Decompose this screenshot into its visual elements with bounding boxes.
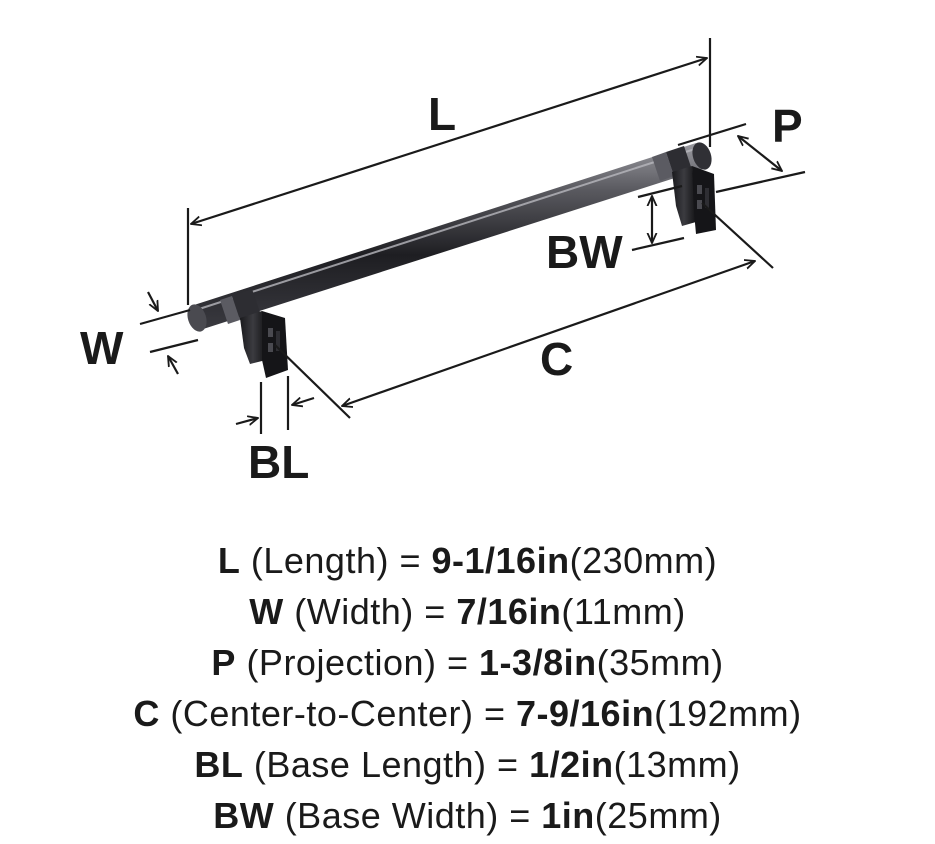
spec-value-imperial: 1in <box>541 795 595 836</box>
spec-value-metric: (11mm) <box>561 591 686 632</box>
spec-name: (Base Width) = <box>274 795 542 836</box>
spec-value-imperial: 9-1/16in <box>431 540 570 581</box>
spec-value-metric: (35mm) <box>596 642 724 683</box>
left-post <box>220 289 288 378</box>
c-extension-right <box>701 202 774 269</box>
w-extension-top <box>139 308 191 326</box>
spec-name: (Base Length) = <box>243 744 530 785</box>
label-w: W <box>80 322 124 374</box>
spec-code: L <box>217 540 241 581</box>
spec-code: BW <box>213 795 275 836</box>
spec-value-imperial: 7/16in <box>456 591 562 632</box>
dimension-lines <box>139 38 806 434</box>
bl-arrow-left <box>235 418 258 424</box>
spec-list: L (Length) = 9-1/16in(230mm) W (Width) =… <box>0 535 935 841</box>
w-extension-bottom <box>149 338 199 354</box>
spec-value-imperial: 7-9/16in <box>516 693 655 734</box>
spec-row-base-width: BW (Base Width) = 1in(25mm) <box>0 790 935 841</box>
spec-row-projection: P (Projection) = 1-3/8in(35mm) <box>0 637 935 688</box>
spec-code: W <box>249 591 284 632</box>
spec-value-metric: (230mm) <box>569 540 718 581</box>
p-extension-bottom <box>715 170 806 194</box>
bw-extension-top <box>637 184 683 199</box>
spec-value-metric: (192mm) <box>654 693 802 734</box>
spec-name: (Projection) = <box>235 642 480 683</box>
spec-value-imperial: 1/2in <box>529 744 614 785</box>
label-p: P <box>772 100 803 152</box>
p-extension-top <box>677 122 747 147</box>
spec-code: BL <box>194 744 244 785</box>
spec-name: (Width) = <box>283 591 457 632</box>
spec-code: C <box>133 693 160 734</box>
label-l: L <box>428 88 456 140</box>
label-bw: BW <box>546 226 623 278</box>
spec-code: P <box>211 642 236 683</box>
bw-extension-bottom <box>631 236 685 252</box>
l-arrow <box>191 58 707 224</box>
spec-row-center-to-center: C (Center-to-Center) = 7-9/16in(192mm) <box>0 688 935 739</box>
p-arrow <box>738 136 782 171</box>
c-extension-left <box>274 344 351 419</box>
c-arrow <box>342 261 755 406</box>
pull-bar <box>187 142 712 332</box>
spec-value-metric: (13mm) <box>613 744 741 785</box>
w-arrow-top <box>147 291 158 311</box>
spec-row-length: L (Length) = 9-1/16in(230mm) <box>0 535 935 586</box>
w-arrow-bottom <box>168 356 179 375</box>
spec-name: (Length) = <box>240 540 432 581</box>
spec-value-metric: (25mm) <box>594 795 722 836</box>
bl-arrow-right <box>292 398 315 405</box>
dimension-diagram: L P BW C W BL <box>80 38 806 488</box>
cabinet-pull-illustration <box>187 142 716 378</box>
spec-name: (Center-to-Center) = <box>159 693 516 734</box>
spec-value-imperial: 1-3/8in <box>479 642 597 683</box>
spec-row-width: W (Width) = 7/16in(11mm) <box>0 586 935 637</box>
spec-row-base-length: BL (Base Length) = 1/2in(13mm) <box>0 739 935 790</box>
label-bl: BL <box>248 436 309 488</box>
label-c: C <box>540 333 573 385</box>
